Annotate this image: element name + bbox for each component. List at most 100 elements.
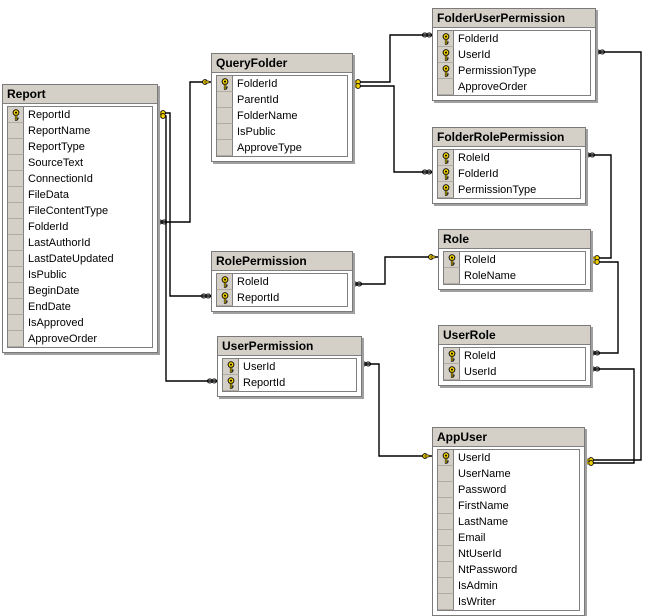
column-row[interactable]: LastDateUpdated — [8, 251, 152, 267]
table-title[interactable]: FolderRolePermission — [433, 128, 585, 147]
column-row[interactable]: ReportId — [223, 375, 356, 391]
table-title[interactable]: UserPermission — [218, 337, 361, 356]
column-row[interactable]: NtPassword — [438, 562, 579, 578]
relationship-appuser-userpermission[interactable] — [360, 361, 432, 459]
row-selector — [8, 203, 24, 219]
column-name: EndDate — [28, 301, 71, 313]
row-selector — [438, 530, 454, 546]
column-row[interactable]: IsPublic — [217, 124, 347, 140]
column-row[interactable]: UserId — [223, 359, 356, 375]
relationship-report-rolepermission[interactable] — [156, 110, 212, 299]
column-name: BeginDate — [28, 285, 80, 297]
column-row[interactable]: FolderId — [438, 31, 590, 47]
column-row[interactable]: PermissionType — [438, 182, 580, 198]
column-row[interactable]: FileData — [8, 187, 152, 203]
column-row[interactable]: ReportType — [8, 139, 152, 155]
row-selector — [8, 267, 24, 283]
column-row[interactable]: FolderId — [438, 166, 580, 182]
column-row[interactable]: IsPublic — [8, 267, 152, 283]
column-row[interactable]: LastName — [438, 514, 579, 530]
row-selector — [217, 124, 233, 140]
column-name: NtPassword — [458, 564, 518, 576]
column-row[interactable]: ReportId — [217, 290, 347, 306]
row-selector — [8, 187, 24, 203]
relationship-role-userrole[interactable] — [589, 259, 619, 356]
column-row[interactable]: UserId — [444, 364, 585, 380]
row-selector — [438, 562, 454, 578]
row-selector — [438, 79, 454, 95]
column-name: ParentId — [237, 94, 279, 106]
column-row[interactable]: BeginDate — [8, 283, 152, 299]
column-name: IsPublic — [237, 126, 276, 138]
table-title[interactable]: FolderUserPermission — [433, 9, 595, 28]
column-row[interactable]: FileContentType — [8, 203, 152, 219]
column-row[interactable]: IsAdmin — [438, 578, 579, 594]
column-row[interactable]: EndDate — [8, 299, 152, 315]
column-row[interactable]: ApproveType — [217, 140, 347, 156]
table-title[interactable]: AppUser — [433, 428, 584, 447]
column-row[interactable]: FolderId — [8, 219, 152, 235]
relationship-queryfolder-folderrolepermission[interactable] — [351, 83, 433, 175]
column-name: ApproveOrder — [458, 81, 528, 93]
table-title[interactable]: RolePermission — [212, 252, 352, 271]
column-row[interactable]: IsWriter — [438, 594, 579, 610]
row-selector — [8, 315, 24, 331]
column-row[interactable]: Email — [438, 530, 579, 546]
column-name: ReportId — [243, 377, 286, 389]
column-row[interactable]: ReportId — [8, 107, 152, 123]
column-row[interactable]: Password — [438, 482, 579, 498]
column-row[interactable]: RoleId — [438, 150, 580, 166]
column-row[interactable]: UserId — [438, 47, 590, 63]
table-title[interactable]: Role — [439, 230, 590, 249]
table-title[interactable]: Report — [3, 85, 157, 104]
primary-key-icon — [223, 359, 239, 375]
relationship-appuser-folderuserpermission[interactable] — [583, 49, 642, 463]
column-row[interactable]: RoleId — [444, 252, 585, 268]
column-row[interactable]: LastAuthorId — [8, 235, 152, 251]
column-row[interactable]: FolderName — [217, 108, 347, 124]
column-name: NtUserId — [458, 548, 502, 560]
column-name: LastAuthorId — [28, 237, 91, 249]
table-title[interactable]: QueryFolder — [212, 54, 352, 73]
column-row[interactable]: UserName — [438, 466, 579, 482]
column-row[interactable]: ApproveOrder — [438, 79, 590, 95]
relationship-queryfolder-folderuserpermission[interactable] — [351, 32, 433, 85]
table-title[interactable]: UserRole — [439, 326, 590, 345]
column-row[interactable]: RoleId — [444, 348, 585, 364]
column-row[interactable]: UserId — [438, 450, 579, 466]
column-name: ReportType — [28, 141, 85, 153]
row-selector — [8, 219, 24, 235]
column-row[interactable]: FirstName — [438, 498, 579, 514]
relationship-role-rolepermission[interactable] — [351, 254, 438, 287]
column-row[interactable]: ReportName — [8, 123, 152, 139]
column-row[interactable]: NtUserId — [438, 546, 579, 562]
relationship-report-userpermission[interactable] — [156, 113, 218, 384]
row-selector — [8, 299, 24, 315]
column-row[interactable]: FolderId — [217, 76, 347, 92]
column-row[interactable]: RoleName — [444, 268, 585, 284]
relationship-appuser-userrole[interactable] — [583, 366, 635, 466]
relationship-queryfolder-report[interactable] — [156, 79, 211, 225]
column-row[interactable]: SourceText — [8, 155, 152, 171]
column-row[interactable]: ConnectionId — [8, 171, 152, 187]
column-row[interactable]: PermissionType — [438, 63, 590, 79]
column-row[interactable]: ApproveOrder — [8, 331, 152, 347]
column-name: ApproveOrder — [28, 333, 98, 345]
column-name: ReportId — [237, 292, 280, 304]
row-selector — [217, 92, 233, 108]
relationship-role-folderrolepermission[interactable] — [584, 152, 612, 261]
column-row[interactable]: RoleId — [217, 274, 347, 290]
column-row[interactable]: ParentId — [217, 92, 347, 108]
column-row[interactable]: IsApproved — [8, 315, 152, 331]
